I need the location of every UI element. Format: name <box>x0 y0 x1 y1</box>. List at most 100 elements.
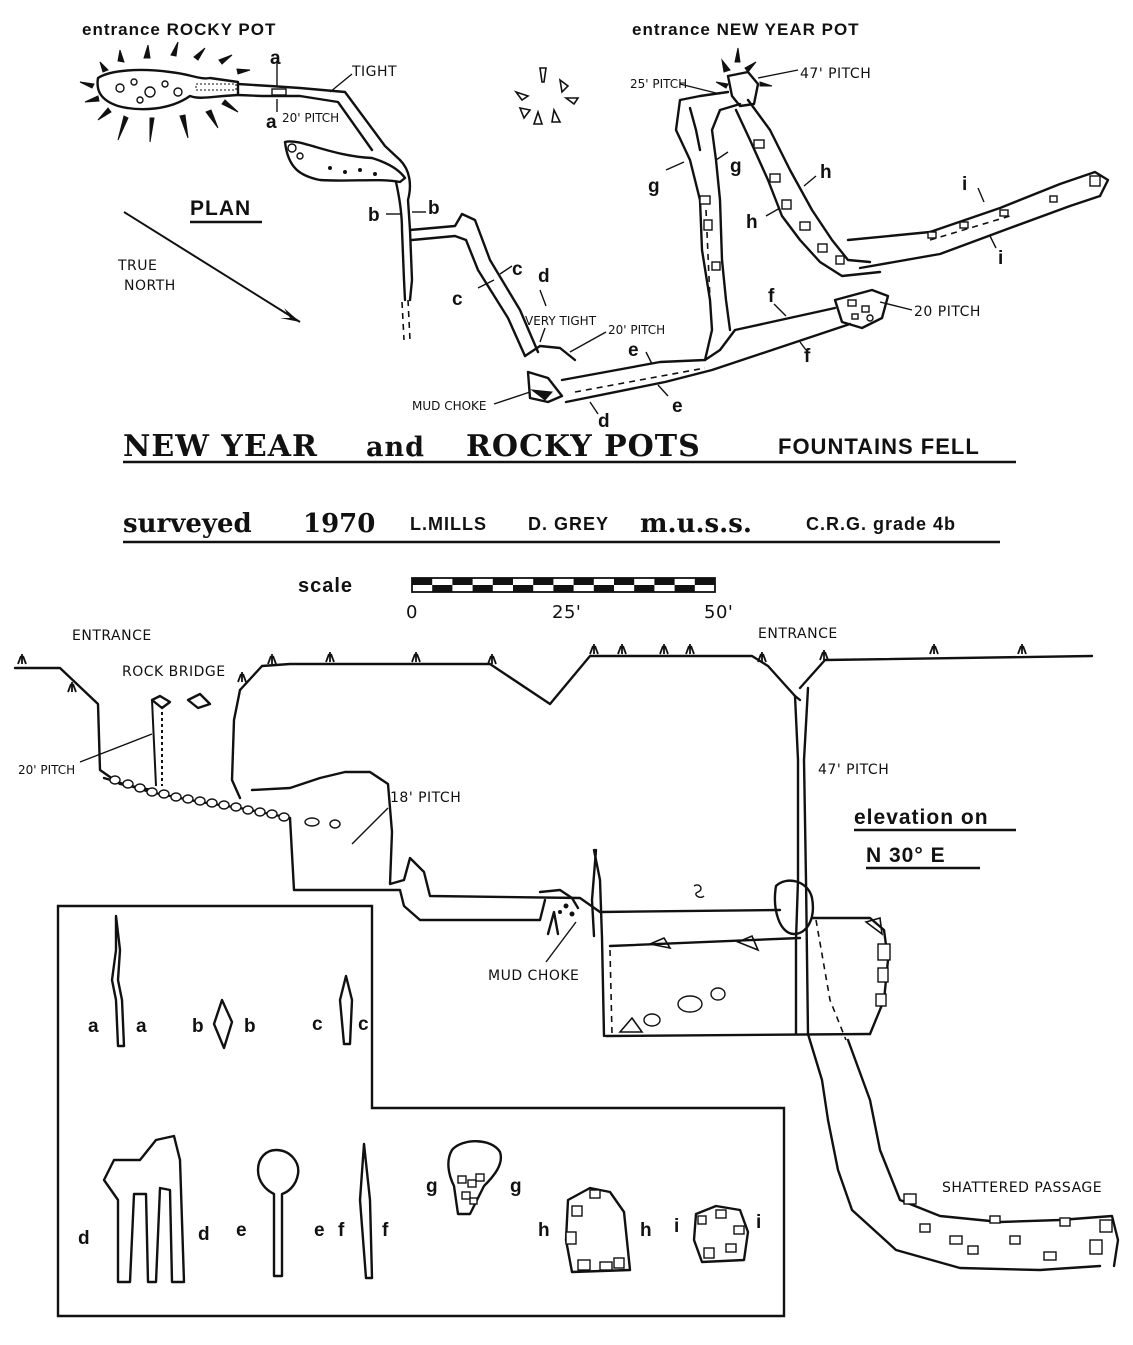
title-part-new-year: NEW YEAR <box>123 429 318 464</box>
subtitle-year: 1970 <box>303 509 375 539</box>
subtitle-surveyed: surveyed <box>123 509 252 539</box>
cross-section-c-right: c <box>358 1014 369 1035</box>
cross-section-c-left: c <box>312 1014 323 1035</box>
plan-note-20-pitch-a: 20' PITCH <box>282 111 339 125</box>
elev-note-shattered-passage: SHATTERED PASSAGE <box>942 1180 1102 1196</box>
new-year-pot-entrance-label: entrance NEW YEAR POT <box>632 20 860 39</box>
cross-sections-inset: a a b b c c d d e e f f g g <box>56 904 786 1318</box>
section-marker-b-right: b <box>428 198 440 219</box>
scale-label: scale <box>298 575 353 597</box>
subtitle-grade: C.R.G. grade 4b <box>806 514 956 534</box>
twenty-pitch-chamber <box>833 288 890 330</box>
scale-segment <box>472 585 493 592</box>
scale-bar: scale 0 25' 50' <box>298 575 733 623</box>
plan-view: entrance ROCKY POT entrance NEW YEAR POT <box>79 20 1110 432</box>
scale-segment <box>513 585 534 592</box>
rocky-pot-passage-south-wall <box>236 93 374 152</box>
plan-note-very-tight: VERY TIGHT <box>525 314 597 328</box>
true-north-arrow <box>123 211 301 323</box>
elev-note-rock-bridge: ROCK BRIDGE <box>122 664 226 680</box>
rocky-pot-passage-north-wall <box>236 82 402 162</box>
plan-note-20-pitch-c: 20 PITCH <box>914 304 981 320</box>
section-marker-c-left: c <box>452 289 463 310</box>
cross-section-i-left: i <box>674 1216 679 1237</box>
cross-section-f-right: f <box>382 1220 389 1241</box>
section-marker-f-bottom: f <box>804 346 811 367</box>
title-part-rocky-pots: ROCKY POTS <box>466 429 701 464</box>
section-marker-g-right: g <box>730 156 742 177</box>
cross-section-e-left: e <box>236 1220 247 1241</box>
scale-segment <box>492 578 513 585</box>
cross-section-h-left: h <box>538 1220 550 1241</box>
cross-section-b-right: b <box>244 1016 256 1037</box>
cross-section-d-right: d <box>198 1224 210 1245</box>
section-marker-h-bottom: h <box>746 212 758 233</box>
scale-segment <box>553 585 574 592</box>
section-marker-f-top: f <box>768 286 775 307</box>
scale-segment <box>674 585 695 592</box>
section-marker-i-top: i <box>962 174 967 195</box>
scale-bar-segments <box>412 578 715 592</box>
scale-segment <box>412 578 433 585</box>
scale-segment <box>432 585 453 592</box>
scale-segment <box>634 585 655 592</box>
scale-segment <box>694 578 715 585</box>
plan-note-mud-choke: MUD CHOKE <box>412 399 487 413</box>
plan-note-25-pitch: 25' PITCH <box>630 77 687 91</box>
elev-note-20-pitch: 20' PITCH <box>18 763 75 777</box>
elev-note-18-pitch: 18' PITCH <box>390 790 461 806</box>
section-marker-c-right: c <box>512 259 523 280</box>
elevation-heading-2: N 30° E <box>866 844 946 867</box>
scale-segment <box>573 578 594 585</box>
cross-section-e-right: e <box>314 1220 325 1241</box>
scale-segment <box>533 578 554 585</box>
cross-section-g-left: g <box>426 1176 438 1197</box>
cross-section-h-right: h <box>640 1220 652 1241</box>
section-marker-b-left: b <box>368 205 380 226</box>
section-marker-e-bottom: e <box>672 396 683 417</box>
plan-note-47-pitch: 47' PITCH <box>800 66 871 82</box>
scale-segment <box>654 578 675 585</box>
section-marker-i-bottom: i <box>998 248 1003 269</box>
elev-note-47-pitch: 47' PITCH <box>818 762 889 778</box>
scale-segment <box>593 585 614 592</box>
scale-segment <box>614 578 635 585</box>
boulder-slope <box>102 775 292 822</box>
section-marker-e-top: e <box>628 340 639 361</box>
cross-section-a-right: a <box>136 1016 147 1037</box>
section-marker-h-top: h <box>820 162 832 183</box>
scale-segment <box>452 578 473 585</box>
true-north-label-2: NORTH <box>124 278 176 294</box>
elev-note-mud-choke: MUD CHOKE <box>488 968 579 984</box>
cross-section-a-left: a <box>88 1016 99 1037</box>
title-part-and: and <box>366 432 425 463</box>
surface-vegetation <box>17 644 1027 693</box>
new-year-pot-depression-symbol <box>715 47 799 108</box>
section-marker-a-top: a <box>270 48 281 69</box>
scale-tick-0: 0 <box>406 602 418 623</box>
elev-note-entrance-left: ENTRANCE <box>72 628 152 644</box>
scale-tick-25: 25' <box>552 602 581 623</box>
section-marker-d-top: d <box>538 266 550 287</box>
title-place: FOUNTAINS FELL <box>778 434 980 459</box>
plan-note-tight: TIGHT <box>351 64 397 80</box>
cross-section-i-right: i <box>756 1212 761 1233</box>
elevation-heading-1: elevation on <box>854 806 989 829</box>
depression-symbol-key <box>513 67 580 125</box>
elevation-view: ENTRANCE ROCK BRIDGE ENTRANCE 20' PITCH <box>13 626 1120 1272</box>
subtitle-surveyor-1: L.MILLS <box>410 514 487 534</box>
rocky-pot-entrance-label: entrance ROCKY POT <box>82 20 276 39</box>
plan-heading: PLAN <box>190 197 251 220</box>
section-marker-d-bottom: d <box>598 411 610 432</box>
cross-section-f-left: f <box>338 1220 345 1241</box>
section-marker-g-left: g <box>648 176 660 197</box>
section-marker-a-bottom: a <box>266 112 277 133</box>
elev-note-entrance-right: ENTRANCE <box>758 626 838 642</box>
plan-note-20-pitch-b: 20' PITCH <box>608 323 665 337</box>
cross-section-d-left: d <box>78 1228 90 1249</box>
cross-section-b-left: b <box>192 1016 204 1037</box>
cross-section-g-right: g <box>510 1176 522 1197</box>
subtitle-surveyor-2: D. GREY <box>528 514 609 534</box>
true-north-label-1: TRUE <box>117 258 157 274</box>
